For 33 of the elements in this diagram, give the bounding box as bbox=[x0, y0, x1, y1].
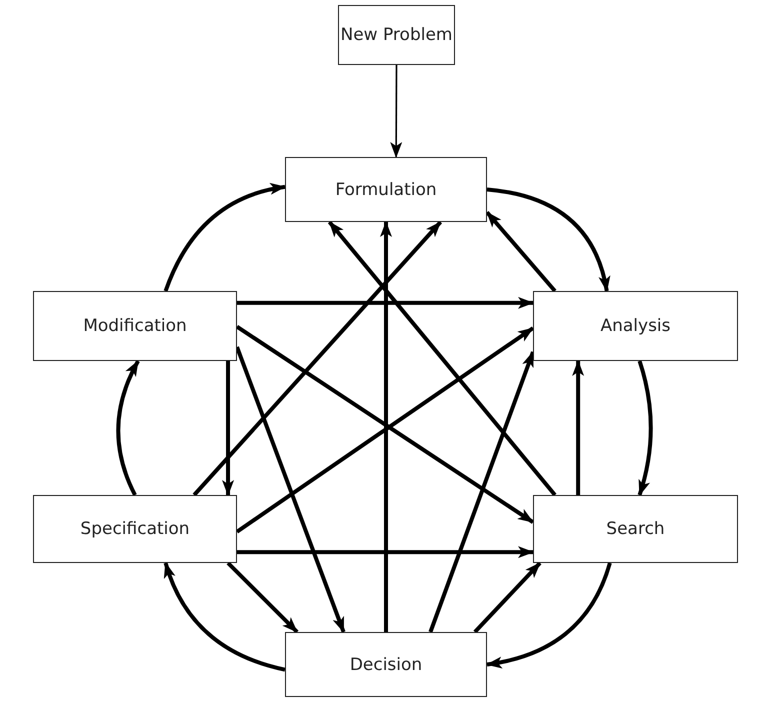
box-label: New Problem bbox=[340, 25, 452, 45]
process-box bbox=[338, 5, 455, 65]
process-box bbox=[285, 632, 487, 697]
process-box bbox=[533, 495, 738, 563]
box-label: Specification bbox=[80, 519, 190, 539]
arrow bbox=[222, 361, 234, 496]
process-box bbox=[533, 291, 738, 361]
box-label: Decision bbox=[350, 654, 422, 674]
process-box bbox=[33, 495, 237, 563]
arrow bbox=[390, 65, 402, 158]
arrow bbox=[235, 346, 346, 633]
arrow bbox=[473, 562, 542, 634]
box-label: Search bbox=[606, 519, 665, 539]
arrow bbox=[485, 210, 556, 292]
arrow bbox=[116, 360, 140, 496]
process-box bbox=[33, 291, 237, 361]
arrow bbox=[237, 546, 534, 558]
arrow bbox=[237, 296, 534, 309]
box-label: Formulation bbox=[335, 180, 437, 200]
arrow bbox=[328, 220, 556, 496]
arrow bbox=[226, 562, 299, 634]
box-label: Modification bbox=[83, 316, 187, 336]
arrow bbox=[380, 221, 392, 632]
box-label: Analysis bbox=[600, 316, 671, 336]
arrow bbox=[572, 360, 584, 495]
arrow bbox=[638, 360, 653, 496]
arrow bbox=[164, 184, 286, 292]
arrow bbox=[486, 188, 610, 292]
arrow bbox=[164, 562, 286, 672]
arrow bbox=[486, 562, 612, 668]
arrow bbox=[192, 220, 442, 496]
arrow bbox=[428, 350, 535, 633]
process-box bbox=[285, 157, 487, 222]
